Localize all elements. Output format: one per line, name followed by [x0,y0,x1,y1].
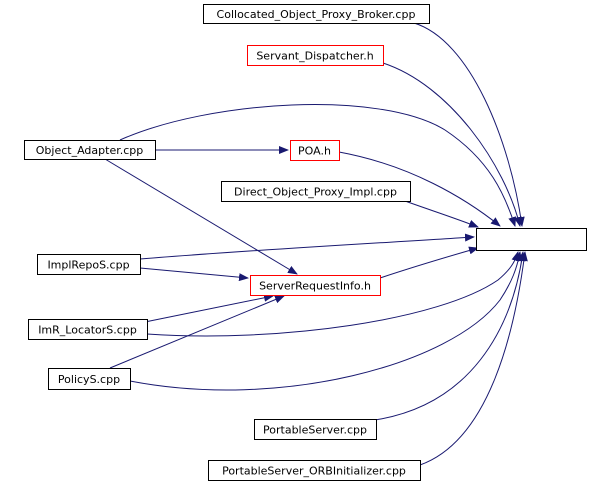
node-label: ServerRequestInfo.h [259,280,371,293]
node-label: Collocated_Object_Proxy_Broker.cpp [217,8,416,21]
nodes-layer: Collocated_Object_Proxy_Broker.cppServan… [24,4,587,481]
node-box [48,368,131,390]
node-box [247,45,384,66]
edge-portable-server-orb-to-object-adapter-h [419,251,528,466]
edge-poa-h-to-object-adapter-h [338,151,501,227]
edge-implrepos-to-object-adapter-h [139,233,475,260]
node-server-request-info[interactable]: ServerRequestInfo.h [250,275,381,296]
node-box [250,275,381,296]
node-portable-server-orb[interactable]: PortableServer_ORBInitializer.cpp [208,460,421,481]
node-label: PortableServer.cpp [263,424,367,437]
edge-object-adapter-cpp-to-object-adapter-h [119,104,517,227]
node-box [290,140,340,161]
edge-direct-proxy-to-object-adapter-h [404,200,479,228]
edge-imr-locators-to-server-request-info [139,293,274,324]
node-implrepos[interactable]: ImplRepoS.cpp [37,254,141,275]
node-label: Servant_Dispatcher.h [256,50,373,63]
node-label: PortableServer_ORBInitializer.cpp [222,465,406,478]
edge-implrepos-to-server-request-info [139,267,249,282]
node-box [221,181,411,202]
node-box [476,228,587,251]
node-box [24,140,156,160]
edges-layer [104,22,528,466]
node-box [203,4,430,24]
node-poa-h[interactable]: POA.h [290,140,340,161]
node-object-adapter-cpp[interactable]: Object_Adapter.cpp [24,140,156,160]
node-label: ImplRepoS.cpp [47,259,129,272]
edge-policys-to-object-adapter-h [129,251,523,391]
node-label: Object_Adapter.h [484,234,578,247]
node-box [254,419,377,440]
node-label: Object_Adapter.cpp [36,144,143,157]
edge-collocated-to-object-adapter-h [413,22,525,227]
node-object-adapter-h[interactable]: Object_Adapter.h [476,228,587,251]
edge-imr-locators-to-object-adapter-h [146,251,520,337]
node-direct-proxy[interactable]: Direct_Object_Proxy_Impl.cpp [221,181,411,202]
node-imr-locators[interactable]: ImR_LocatorS.cpp [28,319,148,340]
node-box [28,319,148,340]
node-collocated[interactable]: Collocated_Object_Proxy_Broker.cpp [203,4,430,24]
edge-object-adapter-cpp-to-server-request-info [104,158,298,275]
node-label: Direct_Object_Proxy_Impl.cpp [234,186,397,199]
node-policys[interactable]: PolicyS.cpp [48,368,131,390]
node-portable-server[interactable]: PortableServer.cpp [254,419,377,440]
edge-portable-server-to-object-adapter-h [374,251,526,421]
edge-servant-dispatcher-to-object-adapter-h [382,62,522,227]
node-box [37,254,141,275]
node-label: POA.h [298,145,331,158]
node-label: ImR_LocatorS.cpp [38,324,137,337]
edge-policys-to-server-request-info [109,295,285,369]
edge-server-request-info-to-object-adapter-h [379,246,479,279]
node-servant-dispatcher[interactable]: Servant_Dispatcher.h [247,45,384,66]
node-box [208,460,421,481]
node-label: PolicyS.cpp [58,373,120,386]
